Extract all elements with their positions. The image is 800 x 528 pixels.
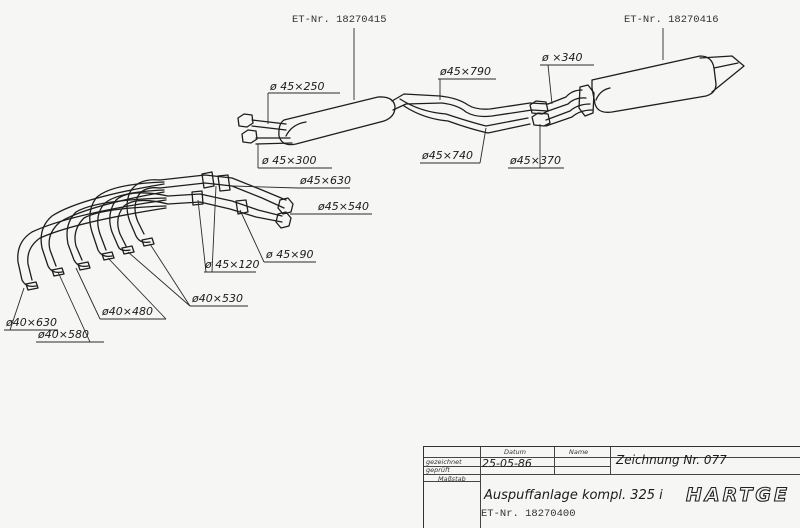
middle-pipes [399, 95, 549, 134]
title-block: Datum Name gezeichnet geprüft Maßstab 25… [423, 446, 800, 528]
dim-45x340: ø ×340 [542, 51, 583, 64]
geprueft-label: geprüft [426, 466, 450, 474]
name-label: Name [569, 448, 589, 456]
drawing-date: 25-05-86 [482, 457, 532, 470]
gezeichnet-label: gezeichnet [426, 458, 462, 466]
dim-45x540: ø45×540 [318, 200, 369, 213]
dim-45x370: ø45×370 [510, 154, 561, 167]
dim-45x790: ø45×790 [440, 65, 491, 78]
dim-45x120: ø 45×120 [205, 258, 260, 271]
drawing-number: Zeichnung Nr. 077 [616, 453, 727, 467]
dim-40x480: ø40×480 [102, 305, 153, 318]
leader-lines [4, 28, 664, 343]
dim-45x630: ø45×630 [300, 174, 351, 187]
dim-45x250: ø 45×250 [270, 80, 325, 93]
dim-45x740: ø45×740 [422, 149, 473, 162]
drawing-title: Auspuffanlage kompl. 325 i [484, 488, 663, 503]
hartge-logo: HARTGE [685, 483, 790, 506]
massstab-label: Maßstab [438, 475, 466, 483]
dim-40x630: ø40×630 [6, 316, 57, 329]
front-silencer [237, 93, 443, 146]
dim-40x530: ø40×530 [192, 292, 243, 305]
dim-40x580: ø40×580 [38, 328, 89, 341]
assembly-part-number: ET-Nr. 18270400 [481, 508, 576, 520]
rear-silencer [529, 55, 745, 127]
part-number-rear-silencer: ET-Nr. 18270416 [624, 14, 719, 26]
dim-45x300: ø 45×300 [262, 154, 317, 167]
exhaust-headers [17, 171, 294, 291]
dim-45x90: ø 45×90 [266, 248, 314, 261]
datum-label: Datum [504, 448, 526, 456]
part-number-front-silencer: ET-Nr. 18270415 [292, 14, 387, 26]
